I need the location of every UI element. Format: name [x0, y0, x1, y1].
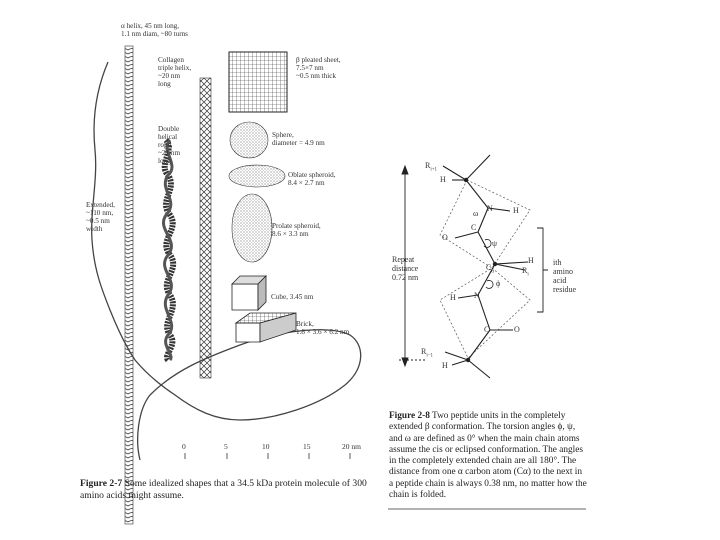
atom-h-top: H — [440, 176, 446, 184]
label-ith-residue: ith amino acid residue — [553, 258, 576, 294]
atom-o-left: O — [442, 234, 448, 242]
atom-c-carbonyl: C — [471, 224, 476, 232]
figure-2-8-caption-label: Figure 2-8 — [389, 411, 430, 421]
atom-h-ca: H — [528, 257, 534, 265]
atom-h-bottom: H — [442, 362, 448, 370]
ith-residue-bracket — [537, 228, 548, 312]
atom-h-right: H — [513, 207, 519, 215]
atom-r-bottom: Ri−1 — [421, 348, 433, 361]
figure-2-8-caption: Figure 2-8 Two peptide units in the comp… — [389, 411, 587, 501]
atom-r-top: Ri+1 — [425, 162, 437, 175]
atom-c-alpha: Cα — [486, 264, 494, 277]
label-repeat-distance: Repeat distance 0.72 nm — [392, 255, 418, 282]
torsion-omega: ω — [473, 210, 478, 218]
atom-o-low: O — [514, 326, 520, 334]
atom-r-i: Ri — [522, 267, 529, 280]
torsion-psi: ψ — [492, 240, 497, 248]
figure-2-8-caption-text: Two peptide units in the completely exte… — [389, 411, 587, 500]
atom-c-low: C — [484, 326, 489, 334]
atom-n-low: N — [474, 292, 480, 300]
atom-n-mid: N — [487, 205, 493, 213]
torsion-phi: ϕ — [496, 280, 500, 288]
atom-h-n: H — [450, 294, 456, 302]
